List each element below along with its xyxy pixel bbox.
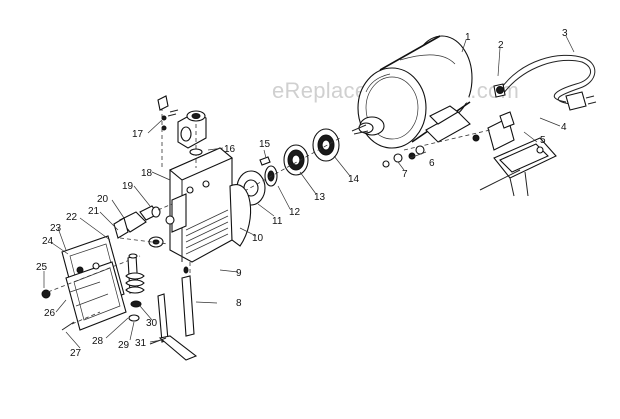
- callout-23: 23: [50, 223, 62, 234]
- callout-9: 9: [236, 268, 242, 279]
- callout-13: 13: [314, 192, 326, 203]
- cover-plate: [41, 235, 141, 331]
- drain-handle: [113, 203, 173, 248]
- callout-27: 27: [70, 348, 82, 359]
- callout-29: 29: [118, 340, 130, 351]
- motor: [351, 35, 473, 149]
- callout-21: 21: [88, 206, 100, 217]
- callout-28: 28: [92, 336, 104, 347]
- callout-14: 14: [348, 174, 360, 185]
- callout-3: 3: [562, 28, 568, 39]
- bearings: [231, 128, 341, 206]
- callout-30: 30: [146, 318, 158, 329]
- callout-1: 1: [465, 32, 471, 43]
- inlet-fitting: [157, 95, 207, 168]
- callout-10: 10: [252, 233, 264, 244]
- callout-5: 5: [540, 135, 546, 146]
- leader-lines: [43, 35, 575, 349]
- callout-4: 4: [561, 122, 567, 133]
- callout-15: 15: [259, 139, 271, 150]
- callout-12: 12: [289, 207, 301, 218]
- callout-11: 11: [272, 216, 283, 227]
- callout-20: 20: [97, 194, 109, 205]
- callout-24: 24: [42, 236, 54, 247]
- switch-hardware: [382, 111, 557, 197]
- power-cord: [493, 54, 597, 111]
- callout-26: 26: [44, 308, 56, 319]
- callout-16: 16: [224, 144, 236, 155]
- callout-7: 7: [402, 169, 408, 180]
- pump-body: [165, 147, 252, 263]
- callout-25: 25: [36, 262, 48, 273]
- callout-17: 17: [132, 129, 144, 140]
- callout-8: 8: [236, 298, 242, 309]
- callout-2: 2: [498, 40, 504, 51]
- callout-19: 19: [122, 181, 134, 192]
- callout-22: 22: [66, 212, 78, 223]
- callout-labels: 1 2 3 4 5 6 7 8 9 10 11 12 13 14 15 16 1…: [36, 28, 568, 359]
- callout-18: 18: [141, 168, 153, 179]
- valve-assembly: [125, 253, 198, 361]
- callout-6: 6: [429, 158, 435, 169]
- callout-31: 31: [135, 338, 147, 349]
